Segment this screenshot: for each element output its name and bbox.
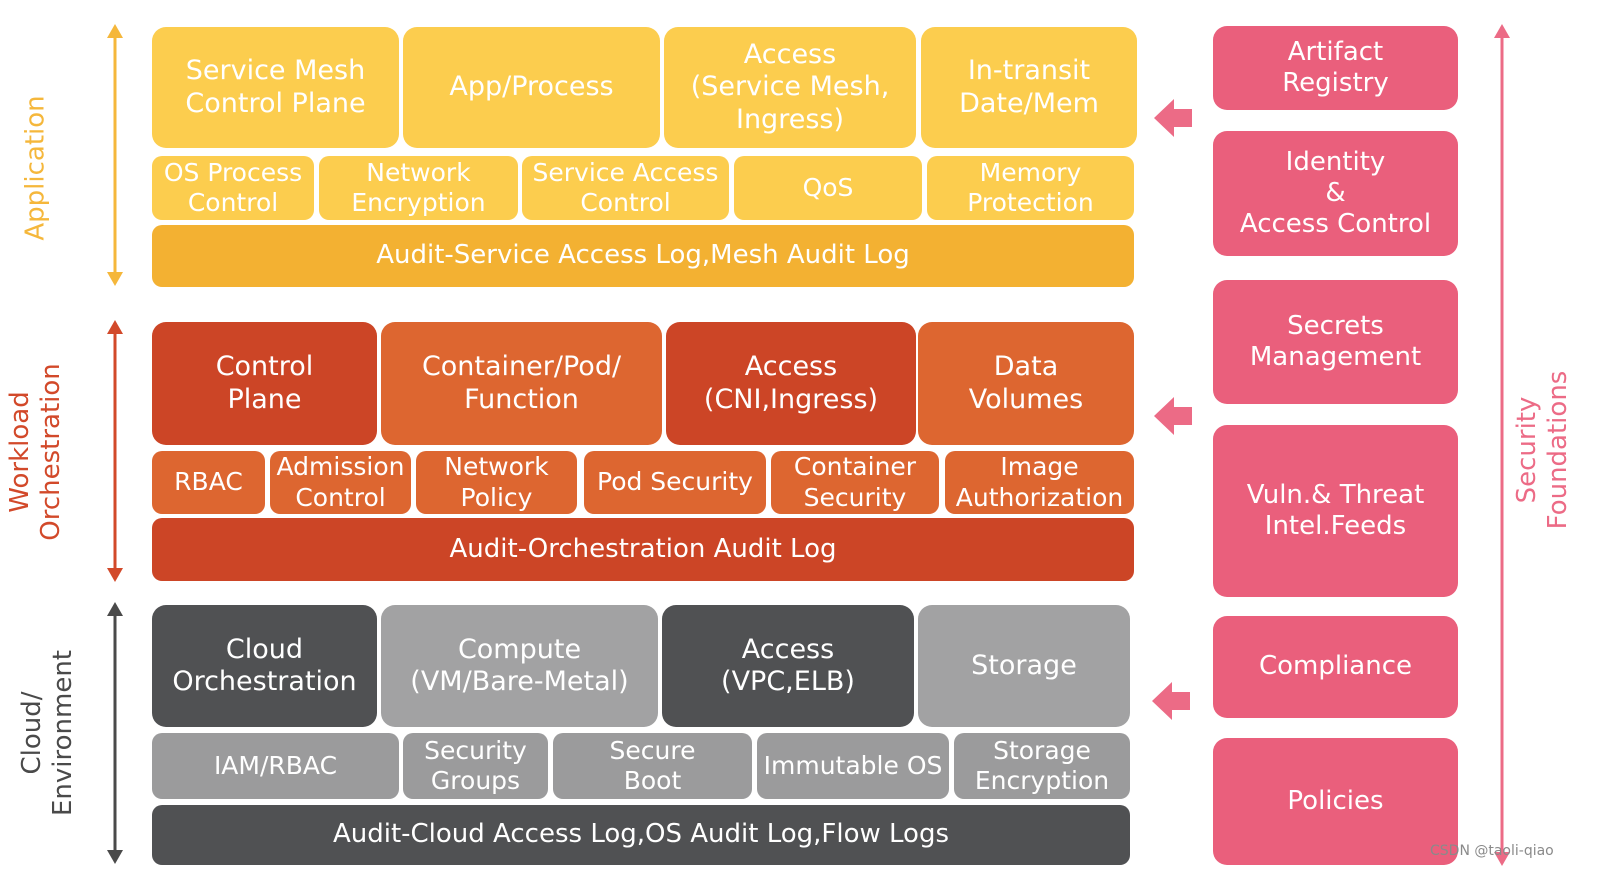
app-in-transit: In-transit Date/Mem	[921, 27, 1137, 148]
wl-data-volumes: Data Volumes	[918, 322, 1134, 445]
foundation-policies: Policies	[1213, 738, 1458, 865]
wl-pod-security: Pod Security	[584, 451, 766, 514]
app-os-process-control: OS Process Control	[152, 156, 314, 220]
layer-label-cloud-environment: Cloud/ Environment	[16, 649, 78, 817]
cloud-immutable-os: Immutable OS	[757, 733, 949, 799]
foundation-identity-access-control: Identity & Access Control	[1213, 131, 1458, 256]
foundation-compliance: Compliance	[1213, 616, 1458, 718]
wl-rbac: RBAC	[152, 451, 265, 514]
cloud-orchestration: Cloud Orchestration	[152, 605, 377, 727]
arrow-left-icon	[1154, 99, 1192, 137]
foundation-vuln-threat-feeds: Vuln.& Threat Intel.Feeds	[1213, 425, 1458, 597]
cloud-iam-rbac: IAM/RBAC	[152, 733, 399, 799]
double-arrow-icon	[107, 24, 123, 286]
cloud-storage-encryption: Storage Encryption	[954, 733, 1130, 799]
cloud-secure-boot: Secure Boot	[553, 733, 752, 799]
layer-label-workload-orchestration: Workload Orchestration	[4, 363, 66, 541]
wl-control-plane: Control Plane	[152, 322, 377, 445]
app-access: Access (Service Mesh, Ingress)	[664, 27, 916, 148]
app-memory-protection: Memory Protection	[927, 156, 1134, 220]
cloud-storage: Storage	[918, 605, 1130, 727]
layer-label-application: Application	[20, 95, 51, 241]
cloud-audit-log: Audit-Cloud Access Log,OS Audit Log,Flow…	[152, 805, 1130, 865]
watermark: CSDN @taoli-qiao	[1430, 843, 1554, 859]
app-network-encryption: Network Encryption	[319, 156, 518, 220]
wl-access-cni-ingress: Access (CNI,Ingress)	[666, 322, 916, 445]
app-service-access-control: Service Access Control	[522, 156, 729, 220]
wl-container-pod-function: Container/Pod/ Function	[381, 322, 662, 445]
cloud-security-groups: Security Groups	[403, 733, 548, 799]
wl-image-authorization: Image Authorization	[945, 451, 1134, 514]
app-service-mesh-control-plane: Service Mesh Control Plane	[152, 27, 399, 148]
double-arrow-icon	[107, 320, 123, 582]
wl-network-policy: Network Policy	[416, 451, 577, 514]
foundation-artifact-registry: Artifact Registry	[1213, 26, 1458, 110]
app-qos: QoS	[734, 156, 922, 220]
cloud-access-vpc-elb: Access (VPC,ELB)	[662, 605, 914, 727]
foundation-secrets-management: Secrets Management	[1213, 280, 1458, 404]
arrow-left-icon	[1154, 397, 1192, 435]
cloud-compute: Compute (VM/Bare-Metal)	[381, 605, 658, 727]
app-audit-log: Audit-Service Access Log,Mesh Audit Log	[152, 225, 1134, 287]
double-arrow-icon	[1494, 24, 1510, 866]
app-process: App/Process	[403, 27, 660, 148]
wl-admission-control: Admission Control	[270, 451, 411, 514]
arrow-left-icon	[1152, 682, 1190, 720]
double-arrow-icon	[107, 602, 123, 864]
wl-audit-log: Audit-Orchestration Audit Log	[152, 518, 1134, 581]
wl-container-security: Container Security	[771, 451, 939, 514]
security-foundations-label: Security Foundations	[1511, 370, 1573, 530]
